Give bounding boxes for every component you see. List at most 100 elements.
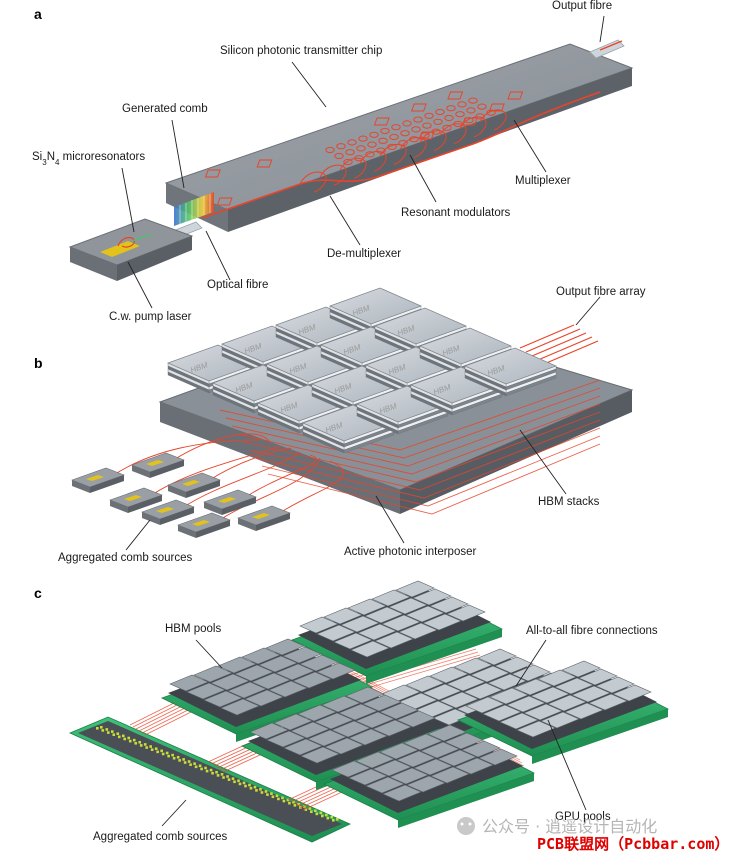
pool-tile bbox=[396, 710, 436, 728]
pool-tile bbox=[350, 640, 390, 658]
label-microresonators: Si3N4 microresonators bbox=[32, 151, 145, 167]
hbm-layer bbox=[410, 393, 453, 416]
pool-tile bbox=[348, 728, 388, 746]
comb-chip bbox=[177, 512, 231, 538]
interposer-trace bbox=[225, 387, 601, 459]
comb-emitter bbox=[106, 731, 110, 734]
comb-emitter bbox=[275, 794, 279, 798]
label-aggregated-comb-c: Aggregated comb sources bbox=[93, 831, 227, 843]
label-all-to-all: All-to-all fibre connections bbox=[526, 625, 658, 637]
pool-tile bbox=[169, 674, 209, 692]
aggregated-comb-sources-b bbox=[71, 433, 344, 538]
comb-emitter bbox=[161, 752, 165, 756]
demux-branch bbox=[479, 109, 507, 131]
label-microresonators-tail: microresonators bbox=[59, 151, 145, 163]
label-output-fibre: Output fibre bbox=[552, 0, 612, 12]
pool-tile bbox=[234, 664, 274, 682]
label-generated-comb: Generated comb bbox=[122, 103, 208, 115]
pool-tile bbox=[429, 666, 469, 684]
pool-tile bbox=[241, 647, 281, 665]
pool-tile bbox=[265, 638, 305, 656]
comb-emitter bbox=[211, 771, 214, 775]
pool-tile bbox=[439, 691, 479, 709]
hbm-top bbox=[464, 347, 557, 385]
pool-tile bbox=[357, 623, 397, 641]
demux-branch bbox=[419, 130, 447, 152]
hbm-layer bbox=[302, 431, 345, 454]
pool-tile bbox=[406, 775, 446, 793]
comb-emitter bbox=[237, 779, 240, 783]
label-microresonators-sub1: 3 bbox=[42, 158, 47, 167]
comb-chip bbox=[141, 499, 195, 525]
comb-emitter bbox=[96, 727, 99, 730]
comb-emitter bbox=[200, 767, 203, 771]
comb-chip-end bbox=[142, 512, 160, 525]
pump-laser-block bbox=[68, 218, 194, 281]
ring-modulator bbox=[446, 105, 456, 112]
pool-tile bbox=[362, 694, 402, 712]
pool-tile bbox=[186, 682, 226, 700]
comb-chip-emitter bbox=[146, 460, 164, 466]
ring-modulator bbox=[334, 152, 344, 160]
pool-tile bbox=[540, 711, 580, 729]
label-aggregated-comb-b: Aggregated comb sources bbox=[58, 552, 192, 564]
comb-fibre bbox=[181, 451, 301, 509]
ring-modulator bbox=[376, 147, 386, 154]
comb-emitter bbox=[288, 801, 291, 805]
pool-tile bbox=[437, 749, 477, 767]
pool-tile bbox=[266, 730, 306, 748]
pool-tile bbox=[355, 751, 395, 769]
pool-tile bbox=[273, 713, 313, 731]
ring-modulator bbox=[325, 146, 335, 154]
pool-tile bbox=[588, 693, 628, 711]
pool-tile bbox=[561, 660, 601, 678]
pool-tile bbox=[444, 732, 484, 750]
comb-emitter bbox=[315, 812, 319, 816]
pool-tile bbox=[564, 702, 604, 720]
hbm-layer bbox=[464, 374, 507, 397]
pool-tile bbox=[333, 632, 373, 650]
comb-emitter bbox=[198, 764, 202, 768]
pool-base-edge bbox=[398, 773, 534, 828]
comb-emitter bbox=[105, 728, 109, 731]
pool-tile bbox=[405, 605, 445, 623]
hbm-layer bbox=[167, 371, 210, 394]
pool-tile bbox=[371, 589, 411, 607]
interposer-trace bbox=[231, 395, 601, 467]
comb-emitter bbox=[154, 747, 158, 750]
comb-emitter bbox=[255, 789, 258, 792]
comb-chip-emitter bbox=[192, 520, 210, 526]
comb-chip bbox=[167, 472, 221, 498]
ring-modulator bbox=[347, 139, 357, 146]
comb-fibre bbox=[171, 433, 271, 462]
ring-modulator bbox=[398, 139, 408, 147]
comb-emitter bbox=[110, 730, 114, 733]
pool-tile bbox=[516, 720, 556, 738]
pool-tile bbox=[537, 669, 577, 687]
pool-tile bbox=[482, 704, 522, 722]
comb-emitter bbox=[116, 732, 120, 736]
pool-tile bbox=[193, 665, 233, 683]
pool-board bbox=[456, 660, 670, 764]
comb-chip-end bbox=[132, 465, 150, 478]
comb-emitter bbox=[286, 798, 290, 802]
panel-c: c HBM pools All-to-all fibre connections… bbox=[34, 580, 670, 843]
pool-tile bbox=[554, 677, 594, 695]
pool-tile bbox=[494, 656, 534, 674]
comb-chip-side bbox=[196, 520, 230, 538]
demux-branch bbox=[439, 123, 467, 145]
pool-tile bbox=[220, 698, 260, 716]
comb-emitter bbox=[139, 744, 143, 747]
pool-tile bbox=[530, 686, 570, 704]
comb-chip bbox=[71, 467, 125, 493]
label-microresonators-n: N bbox=[47, 151, 55, 163]
pool-tile bbox=[403, 733, 443, 751]
ring-modulator bbox=[468, 97, 478, 104]
comb-fibre bbox=[149, 445, 281, 497]
mux-cell bbox=[410, 103, 427, 112]
ring-modulator bbox=[486, 109, 496, 116]
pool-tile bbox=[251, 672, 291, 690]
comb-chip-end bbox=[204, 502, 222, 515]
pool-tile bbox=[461, 740, 501, 758]
comb-chip-side bbox=[186, 480, 220, 498]
